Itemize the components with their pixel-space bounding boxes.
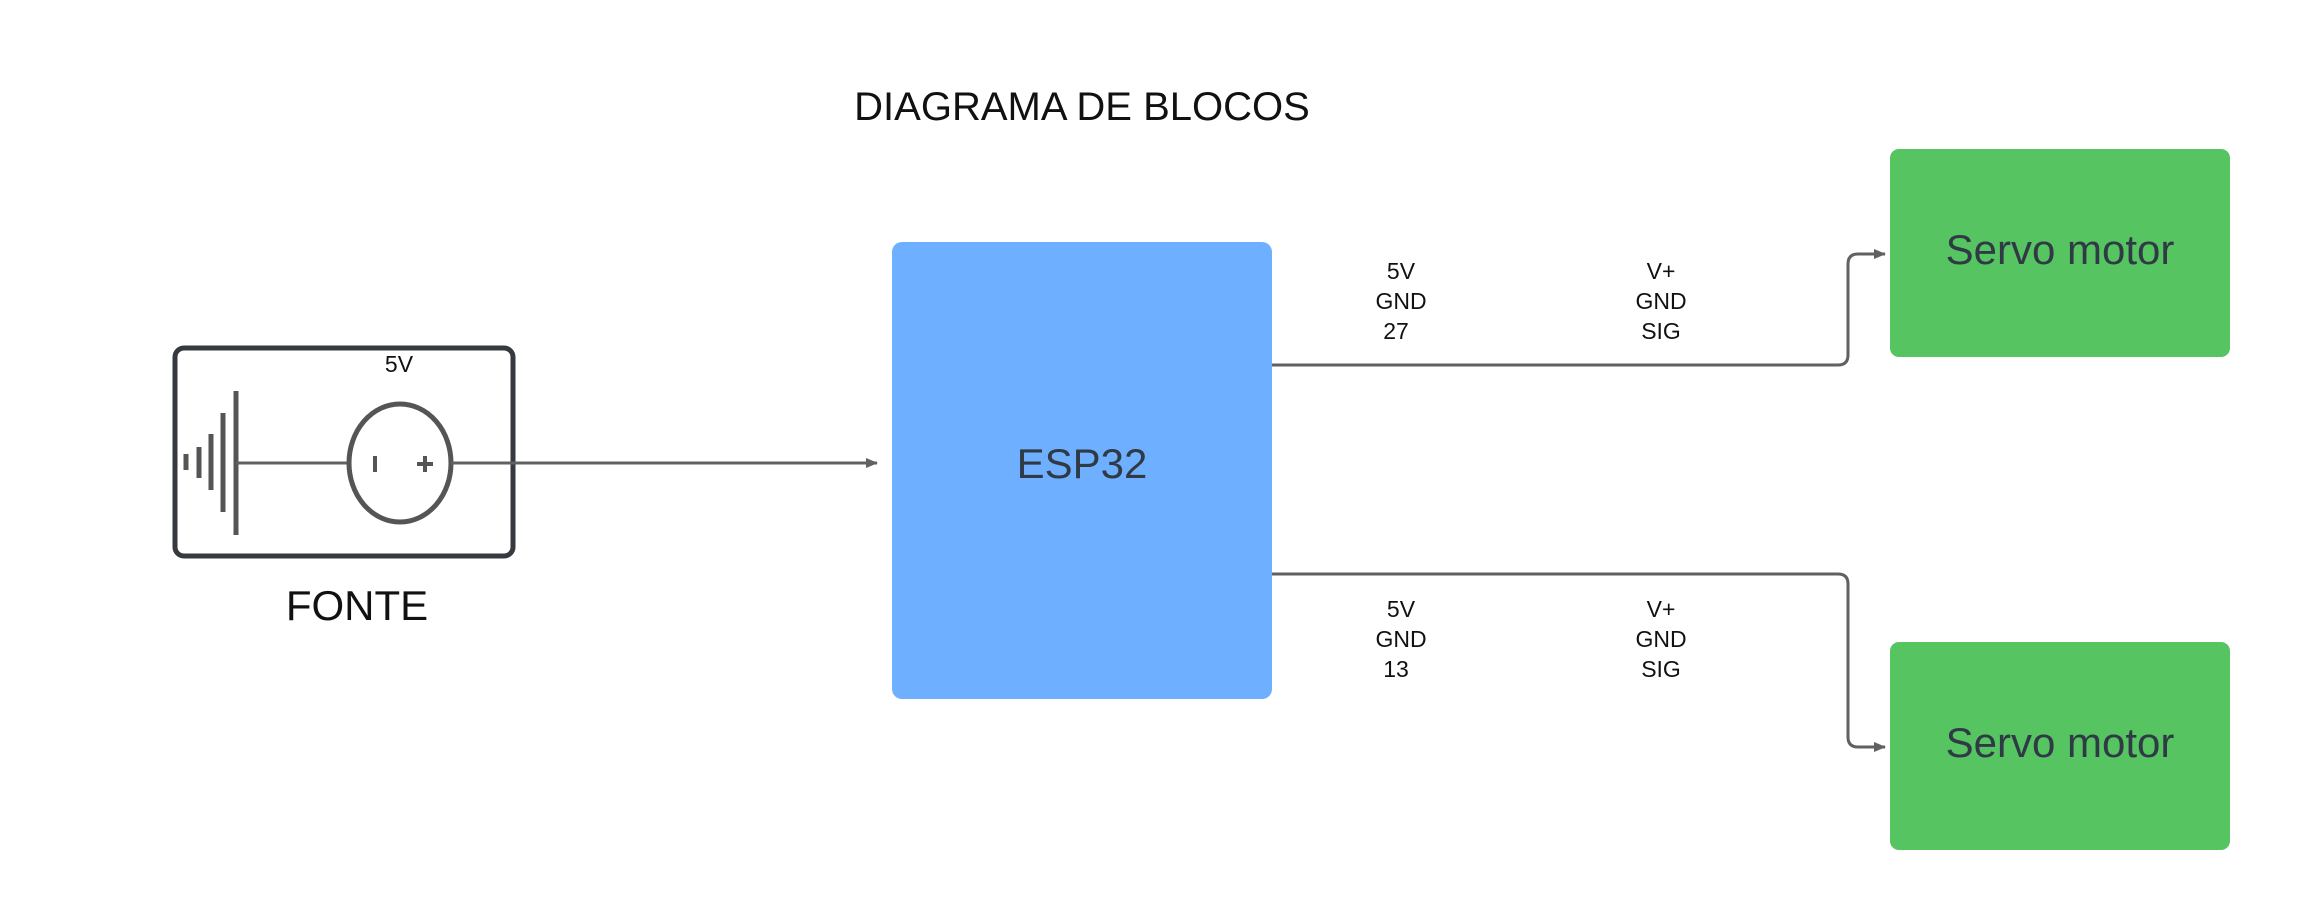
servo-1-servo-pins: V+ GND SIG xyxy=(1635,258,1686,344)
pin-label: GND xyxy=(1375,288,1426,314)
servo-1-block: Servo motor xyxy=(1890,149,2230,357)
pin-label: 5V xyxy=(1387,258,1416,284)
servo-2-controller-pins: 5V GND 13 xyxy=(1375,596,1426,682)
controller-label: ESP32 xyxy=(1017,440,1148,487)
servo-1-controller-pins: 5V GND 27 xyxy=(1375,258,1426,344)
pin-label: 13 xyxy=(1383,656,1409,682)
power-source-label: FONTE xyxy=(286,582,428,629)
pin-label: GND xyxy=(1375,626,1426,652)
source-voltage-label: 5V xyxy=(385,351,414,377)
power-source-frame xyxy=(172,345,516,559)
servo-1-box xyxy=(1890,149,2230,357)
controller-to-servo-2-connector xyxy=(1272,572,1886,752)
pin-label: GND xyxy=(1635,288,1686,314)
diagram-title: DIAGRAMA DE BLOCOS xyxy=(854,85,1310,129)
dc-voltage-source-icon xyxy=(346,401,454,525)
pin-label: 5V xyxy=(1387,596,1416,622)
servo-2-box xyxy=(1890,642,2230,850)
servo-2-label: Servo motor xyxy=(1946,719,2175,766)
servo-2-block: Servo motor xyxy=(1890,642,2230,850)
pin-label: SIG xyxy=(1641,656,1681,682)
controller-to-servo-1-connector xyxy=(1272,249,1886,367)
servo-1-label: Servo motor xyxy=(1946,226,2175,273)
servo-2-servo-pins: V+ GND SIG xyxy=(1635,596,1686,682)
controller-box xyxy=(892,242,1272,699)
controller-block: ESP32 xyxy=(892,242,1272,699)
pin-label: V+ xyxy=(1647,596,1676,622)
pin-label: V+ xyxy=(1647,258,1676,284)
power-source-block: 5V xyxy=(172,345,516,559)
pin-label: SIG xyxy=(1641,318,1681,344)
pin-label: GND xyxy=(1635,626,1686,652)
pin-label: 27 xyxy=(1383,318,1409,344)
